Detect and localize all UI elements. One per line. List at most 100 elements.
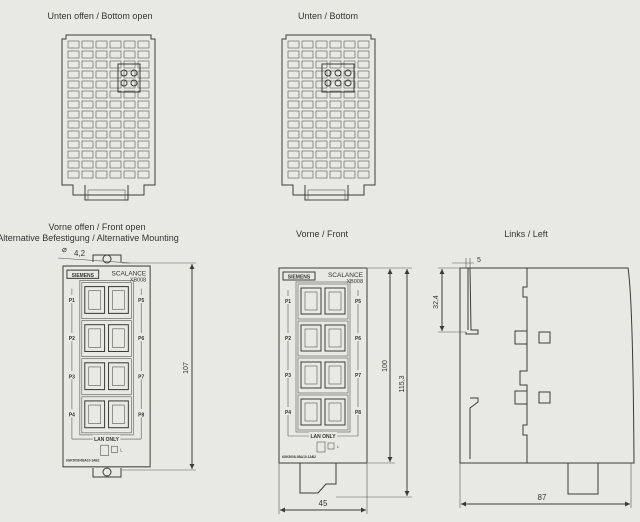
- vent-slot: [123, 80, 136, 89]
- title-bottom: Unten / Bottom: [298, 11, 358, 21]
- port-label: P7: [138, 374, 144, 380]
- vent-slot: [137, 100, 150, 109]
- vent-slot: [287, 110, 300, 119]
- vent-slot: [67, 80, 80, 89]
- vent-slot: [137, 130, 150, 139]
- vent-slot: [109, 80, 122, 89]
- vent-slot: [81, 110, 94, 119]
- title-bottom-open: Unten offen / Bottom open: [48, 11, 153, 21]
- port-label: P3: [285, 373, 291, 379]
- vent-slot: [81, 90, 94, 99]
- vent-slot: [109, 40, 122, 49]
- vent-slot: [343, 160, 356, 169]
- vent-slot: [81, 60, 94, 69]
- vent-slot: [123, 160, 136, 169]
- vent-slot: [95, 60, 108, 69]
- terminal-screw-icon: [324, 79, 332, 87]
- port-label: P1: [69, 298, 75, 304]
- vent-slot: [67, 120, 80, 129]
- brand-logo-text: SIEMENS: [72, 273, 95, 279]
- vent-slot: [301, 60, 314, 69]
- vent-slot: [301, 170, 314, 179]
- vent-slot: [81, 50, 94, 59]
- vent-slot: [329, 130, 342, 139]
- vent-slot: [329, 100, 342, 109]
- vent-slot: [301, 90, 314, 99]
- port-area: [79, 280, 134, 436]
- port-area: [295, 281, 351, 433]
- terminal-screw-icon: [334, 79, 342, 87]
- terminal-screw-icon: [130, 79, 138, 87]
- vent-slot: [287, 150, 300, 159]
- vent-slot: [95, 100, 108, 109]
- vent-slot: [301, 140, 314, 149]
- vent-slot: [343, 150, 356, 159]
- vent-slot: [343, 70, 356, 79]
- vent-slot: [329, 90, 342, 99]
- vent-slot: [357, 100, 370, 109]
- vent-slot: [67, 50, 80, 59]
- vent-slot: [67, 150, 80, 159]
- vent-slot: [123, 140, 136, 149]
- vent-slot: [329, 110, 342, 119]
- siemens-logo: [282, 271, 316, 281]
- vent-slot: [315, 170, 328, 179]
- rj45-port-icon: [84, 362, 106, 391]
- housing-outline: [61, 34, 156, 196]
- rj45-port-icon: [84, 324, 106, 353]
- product-line-label: SCALANCE: [112, 270, 147, 277]
- vent-slot: [123, 170, 136, 179]
- port-group: [297, 357, 349, 394]
- vent-slot: [81, 70, 94, 79]
- order-number: 6GK5008-0BA10-1AB2: [66, 459, 100, 463]
- lan-only-label: LAN ONLY: [310, 434, 336, 440]
- vent-slot: [329, 170, 342, 179]
- vent-slot: [357, 40, 370, 49]
- rj45-port-icon: [300, 361, 322, 389]
- vent-slot: [81, 150, 94, 159]
- vent-slot: [357, 160, 370, 169]
- vent-slot: [315, 140, 328, 149]
- vent-slot: [301, 70, 314, 79]
- terminal-block: [117, 63, 141, 93]
- vent-slot: [95, 80, 108, 89]
- dim-hole-diameter: 4,2: [74, 249, 86, 258]
- vent-slot: [95, 70, 108, 79]
- left-view: 5 32,4 87: [433, 257, 635, 508]
- port-label: P6: [138, 336, 144, 342]
- vent-slot: [343, 130, 356, 139]
- vent-slot: [315, 40, 328, 49]
- port-label: P7: [355, 373, 361, 379]
- vent-slot: [123, 120, 136, 129]
- vent-slot: [81, 130, 94, 139]
- title-left: Links / Left: [504, 229, 548, 239]
- vent-slot: [343, 110, 356, 119]
- product-line-label: SCALANCE: [328, 272, 364, 279]
- rj45-port-icon: [84, 286, 106, 314]
- vent-slot: [95, 90, 108, 99]
- vent-slot: [343, 90, 356, 99]
- rail-clip: [304, 185, 349, 201]
- vent-slot: [81, 120, 94, 129]
- vent-slot: [123, 90, 136, 99]
- vent-slot: [109, 130, 122, 139]
- vent-slot: [343, 170, 356, 179]
- vent-slot: [67, 90, 80, 99]
- vent-slot: [357, 70, 370, 79]
- vent-slot: [343, 80, 356, 89]
- port-group: [81, 358, 132, 396]
- rj45-port-icon: [84, 400, 106, 429]
- vent-slot: [67, 110, 80, 119]
- vent-slot: [109, 50, 122, 59]
- port-group: [81, 396, 132, 434]
- vent-slot: [287, 60, 300, 69]
- terminal-block: [321, 63, 355, 93]
- vent-slot: [81, 140, 94, 149]
- vent-slot: [329, 160, 342, 169]
- port-group: [81, 320, 132, 357]
- vent-slot: [301, 110, 314, 119]
- rj45-port-icon: [108, 362, 129, 391]
- rj45-port-icon: [300, 324, 322, 352]
- vent-slot: [329, 120, 342, 129]
- bottom-open-view: [61, 34, 156, 201]
